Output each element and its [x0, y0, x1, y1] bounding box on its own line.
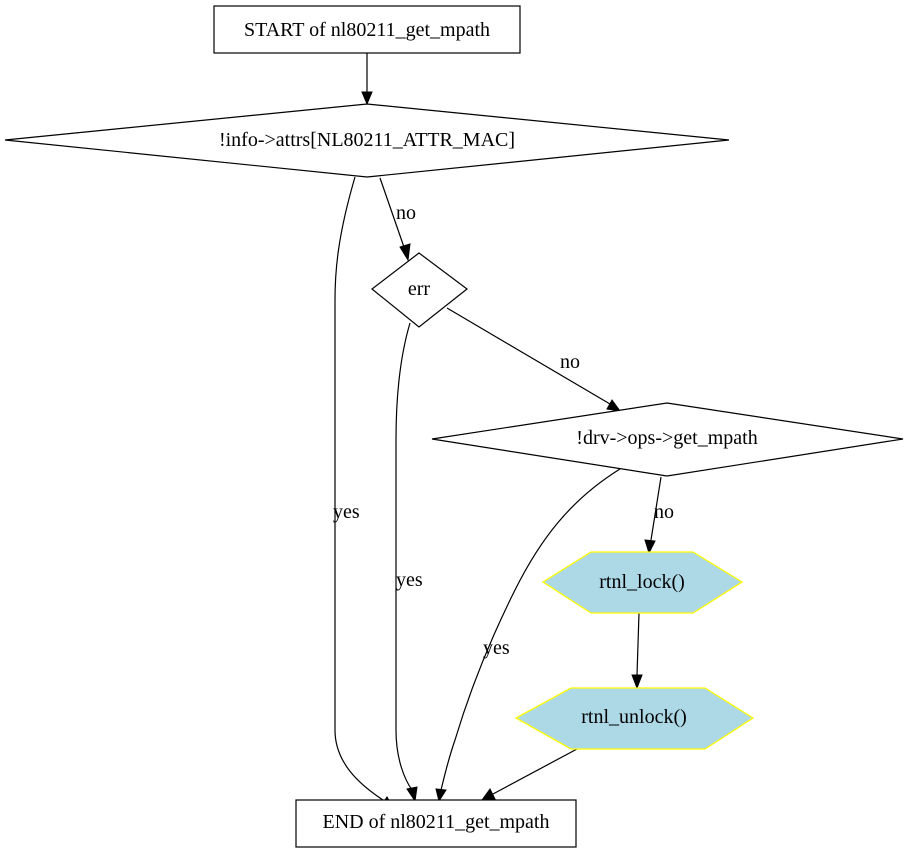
edge-mpath-check-to-lock [650, 476, 662, 541]
edge-mac-check-to-err-arrow [399, 243, 411, 262]
edge-err-to-mpath-check [446, 307, 611, 405]
edges: no yes no yes no yes [333, 53, 674, 809]
edge-label-mpath-no: no [654, 501, 674, 523]
rtnl-unlock-node: rtnl_unlock() [514, 687, 755, 750]
edge-mpath-check-to-lock-arrow [644, 539, 656, 555]
get-mpath-check-label: !drv->ops->get_mpath [576, 427, 757, 449]
start-node-label: START of nl80211_get_mpath [244, 19, 490, 41]
edge-mac-check-to-end [334, 176, 387, 803]
edge-label-mac-no: no [396, 202, 416, 224]
edge-err-to-end [395, 322, 413, 791]
start-node: START of nl80211_get_mpath [213, 5, 521, 54]
end-node-label: END of nl80211_get_mpath [322, 811, 549, 833]
edge-start-to-mac-check-arrow [361, 91, 373, 106]
edge-err-to-mpath-check-arrow [606, 399, 622, 412]
rtnl-lock-node: rtnl_lock() [541, 551, 744, 614]
edge-unlock-to-end-arrow [480, 788, 496, 801]
err-check-label: err [408, 278, 431, 300]
mac-attr-check-node: !info->attrs[NL80211_ATTR_MAC] [4, 103, 730, 178]
edge-label-mpath-yes: yes [483, 637, 510, 659]
edge-mac-check-to-err [379, 177, 406, 251]
edge-mpath-check-to-end [440, 468, 621, 791]
edge-err-to-end-arrow [406, 786, 418, 803]
edge-label-err-yes: yes [396, 569, 423, 591]
edge-lock-to-unlock [636, 612, 640, 676]
err-check-node: err [371, 252, 468, 328]
rtnl-lock-label: rtnl_lock() [599, 571, 685, 593]
edge-mpath-check-to-end-arrow [435, 788, 447, 803]
nodes: START of nl80211_get_mpath !info->attrs[… [4, 5, 904, 848]
edge-unlock-to-end [492, 748, 578, 795]
edge-label-mac-yes: yes [333, 501, 360, 523]
get-mpath-check-node: !drv->ops->get_mpath [431, 402, 904, 477]
edge-label-err-no: no [560, 351, 580, 373]
edge-lock-to-unlock-arrow [631, 674, 643, 690]
mac-attr-check-label: !info->attrs[NL80211_ATTR_MAC] [219, 129, 515, 151]
end-node: END of nl80211_get_mpath [295, 799, 577, 848]
rtnl-unlock-label: rtnl_unlock() [581, 706, 687, 728]
